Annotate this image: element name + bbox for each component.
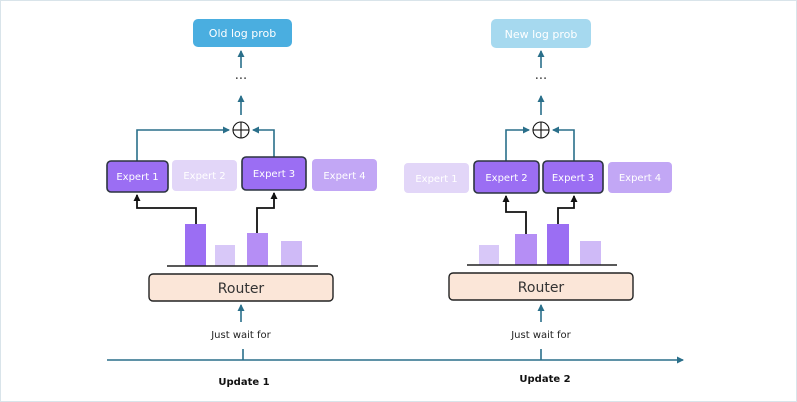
router-score-bar: [185, 224, 206, 266]
update-2-label: Update 2: [519, 374, 570, 385]
expert-1-label: Expert 1: [415, 174, 457, 185]
router-label: Router: [518, 280, 565, 296]
expert-3-output-arrow: [252, 126, 275, 157]
route-arrow-expert-3: [256, 192, 278, 233]
router-score-bar: [479, 245, 499, 265]
just-wait-for-label: Just wait for: [210, 330, 271, 341]
router-label: Router: [218, 281, 265, 297]
expert-2-box: [473, 160, 540, 194]
router-score-bar: [215, 245, 235, 266]
expert-4-label: Expert 4: [323, 171, 365, 182]
router-score-bar: [580, 241, 601, 265]
old-log-prob-box: [193, 19, 292, 47]
router-box: [448, 272, 634, 301]
expert-1-box: [106, 160, 169, 193]
panel-update-1: Old log prob ··· Expert 1 Expert 2 Exper…: [106, 19, 377, 388]
expert-2-label: Expert 2: [485, 173, 527, 184]
expert-2-output-arrow: [505, 126, 530, 161]
sum-node-icon: [232, 121, 250, 139]
expert-1-output-arrow: [136, 126, 230, 161]
expert-3-box: [542, 160, 604, 194]
new-log-prob-label: New log prob: [505, 28, 578, 41]
route-arrow-expert-2: [502, 195, 527, 234]
sum-node-icon: [532, 121, 550, 139]
just-wait-for-label: Just wait for: [510, 330, 571, 341]
router-box: [148, 273, 334, 302]
panel-update-2: New log prob ··· Expert 1 Expert 2 Exper…: [404, 19, 672, 385]
route-arrow-expert-1: [133, 194, 197, 224]
expert-2-box: [172, 160, 237, 191]
update-1-label: Update 1: [218, 377, 269, 388]
router-score-bar: [281, 241, 302, 266]
expert-1-label: Expert 1: [116, 172, 158, 183]
ellipsis: ···: [235, 72, 247, 87]
expert-1-box: [404, 163, 469, 193]
ellipsis: ···: [535, 72, 547, 87]
expert-4-label: Expert 4: [619, 173, 661, 184]
router-score-bar: [515, 234, 537, 265]
expert-4-box: [312, 159, 377, 191]
old-log-prob-label: Old log prob: [209, 27, 276, 40]
expert-3-box: [241, 156, 307, 191]
expert-3-output-arrow: [552, 126, 575, 161]
router-score-bar: [547, 224, 569, 265]
expert-3-label: Expert 3: [253, 169, 295, 180]
route-arrow-expert-3: [557, 195, 578, 224]
expert-3-label: Expert 3: [552, 173, 594, 184]
expert-4-box: [608, 162, 672, 193]
router-score-bar: [247, 233, 268, 266]
new-log-prob-box: [491, 19, 591, 48]
expert-2-label: Expert 2: [183, 171, 225, 182]
